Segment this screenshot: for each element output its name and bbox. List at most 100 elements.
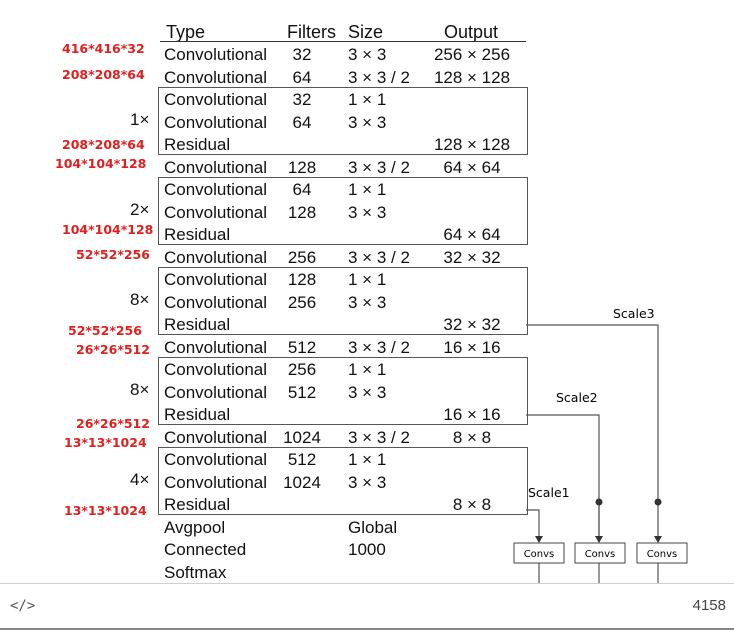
cell-output: 64 × 64 <box>443 225 501 244</box>
size-annotation: 52*52*256 <box>68 323 142 338</box>
repeat-multiplier: 8× <box>130 290 150 309</box>
cell-type: Convolutional <box>164 450 268 469</box>
cell-type: Convolutional <box>164 247 268 267</box>
size-annotation: 208*208*64 <box>62 137 145 152</box>
cell-filters: 64 <box>292 180 312 199</box>
cell-size: 3 × 3 <box>348 472 387 492</box>
cell-size: 3 × 3 <box>348 382 387 402</box>
scale1-line <box>526 509 540 542</box>
arrow-head <box>654 536 662 543</box>
cell-filters: 512 <box>287 337 317 357</box>
cell-type: Residual <box>164 315 231 334</box>
merge-dot <box>654 498 662 506</box>
scale2-line <box>526 414 600 542</box>
cell-type: Convolutional <box>164 180 268 199</box>
residual-group-2 <box>158 177 528 245</box>
view-count: 4158 <box>692 597 726 614</box>
cell-filters: 512 <box>287 450 317 469</box>
cell-size: 1 × 1 <box>348 90 387 109</box>
cell-size: 3 × 3 / 2 <box>348 157 410 177</box>
cell-filters: 512 <box>287 382 317 402</box>
cell-type: Convolutional <box>164 90 268 109</box>
size-annotation: 104*104*128 <box>55 156 147 171</box>
cell-type: Residual <box>164 135 231 154</box>
size-annotation: 104*104*128 <box>62 222 154 237</box>
conv-box-1-label: Convs <box>524 549 555 560</box>
cell-filters: 128 <box>287 202 317 222</box>
size-annotation: 26*26*512 <box>76 416 150 431</box>
cell-filters: 64 <box>292 112 312 132</box>
conv-box-1 <box>513 542 565 564</box>
arrow-head <box>535 536 543 543</box>
cell-output: 256 × 256 <box>433 45 511 64</box>
cell-type: Connected <box>164 540 247 559</box>
scale3-label: Scale3 <box>613 306 655 321</box>
conv-box-2 <box>574 542 626 564</box>
cell-output: 16 × 16 <box>443 405 501 424</box>
cell-output: 8 × 8 <box>452 495 492 514</box>
scale-branches: Convs Convs Convs Scale1 Scale2 Scale3 <box>513 306 688 583</box>
repeat-multiplier: 8× <box>130 380 150 399</box>
footer-bar: </> 4158 <box>0 583 734 630</box>
size-annotation: 26*26*512 <box>76 342 150 357</box>
cell-size: 3 × 3 / 2 <box>348 247 410 267</box>
cell-filters: 1024 <box>283 472 321 492</box>
cell-type: Convolutional <box>164 157 268 177</box>
size-annotation: 208*208*64 <box>62 67 145 82</box>
header-type: Type <box>166 22 206 42</box>
cell-output: 32 × 32 <box>443 315 501 334</box>
repeat-multiplier: 1× <box>130 110 150 129</box>
scale1-label: Scale1 <box>528 485 570 500</box>
size-annotation: 416*416*32 <box>62 41 145 56</box>
cell-type: Convolutional <box>164 292 268 312</box>
cell-type: Convolutional <box>164 112 268 132</box>
cell-output: 8 × 8 <box>452 427 492 447</box>
cell-size: Global <box>348 517 398 537</box>
scale2-label: Scale2 <box>556 390 598 405</box>
residual-group-3 <box>158 267 528 335</box>
cell-type: Convolutional <box>164 270 268 289</box>
repeat-multiplier: 4× <box>130 470 150 489</box>
cell-type: Convolutional <box>164 337 268 357</box>
cell-size: 3 × 3 / 2 <box>348 337 410 357</box>
code-icon[interactable]: </> <box>10 598 36 614</box>
cell-type: Residual <box>164 225 231 244</box>
size-annotation: 13*13*1024 <box>64 435 147 450</box>
cell-type: Avgpool <box>164 517 226 537</box>
cell-type: Convolutional <box>164 427 268 447</box>
cell-filters: 32 <box>292 90 312 109</box>
residual-group-4 <box>158 357 528 425</box>
cell-filters: 128 <box>287 157 317 177</box>
cell-size: 3 × 3 / 2 <box>348 67 410 87</box>
cell-size: 1 × 1 <box>348 270 387 289</box>
cell-filters: 1024 <box>283 427 321 447</box>
cell-size: 1 × 1 <box>348 450 387 469</box>
arrow-head <box>595 536 603 543</box>
size-annotation: 52*52*256 <box>76 247 150 262</box>
cell-size: 3 × 3 <box>348 112 387 132</box>
cell-type: Convolutional <box>164 45 268 64</box>
cell-output: 128 × 128 <box>433 67 511 87</box>
cell-type: Convolutional <box>164 472 268 492</box>
scale3-line <box>526 324 659 542</box>
cell-type: Residual <box>164 405 231 424</box>
header-filters: Filters <box>287 22 336 42</box>
darknet53-diagram: Type Filters Size Output Convolutional 32… <box>55 22 688 583</box>
cell-filters: 256 <box>287 360 317 379</box>
cell-filters: 256 <box>287 292 317 312</box>
conv-box-2-label: Convs <box>585 549 616 560</box>
cell-size: 3 × 3 <box>348 292 387 312</box>
cell-size: 3 × 3 <box>348 45 387 64</box>
header-output: Output <box>444 22 499 42</box>
cell-size: 3 × 3 / 2 <box>348 427 410 447</box>
cell-size: 1 × 1 <box>348 180 387 199</box>
cell-filters: 128 <box>287 270 317 289</box>
cell-type: Convolutional <box>164 67 268 87</box>
cell-filters: 32 <box>292 45 312 64</box>
header-size: Size <box>348 22 384 42</box>
cell-size: 1 × 1 <box>348 360 387 379</box>
cell-type: Convolutional <box>164 360 268 379</box>
cell-type: Residual <box>164 495 231 514</box>
cell-size: 1000 <box>348 540 386 559</box>
repeat-multiplier: 2× <box>130 200 150 219</box>
